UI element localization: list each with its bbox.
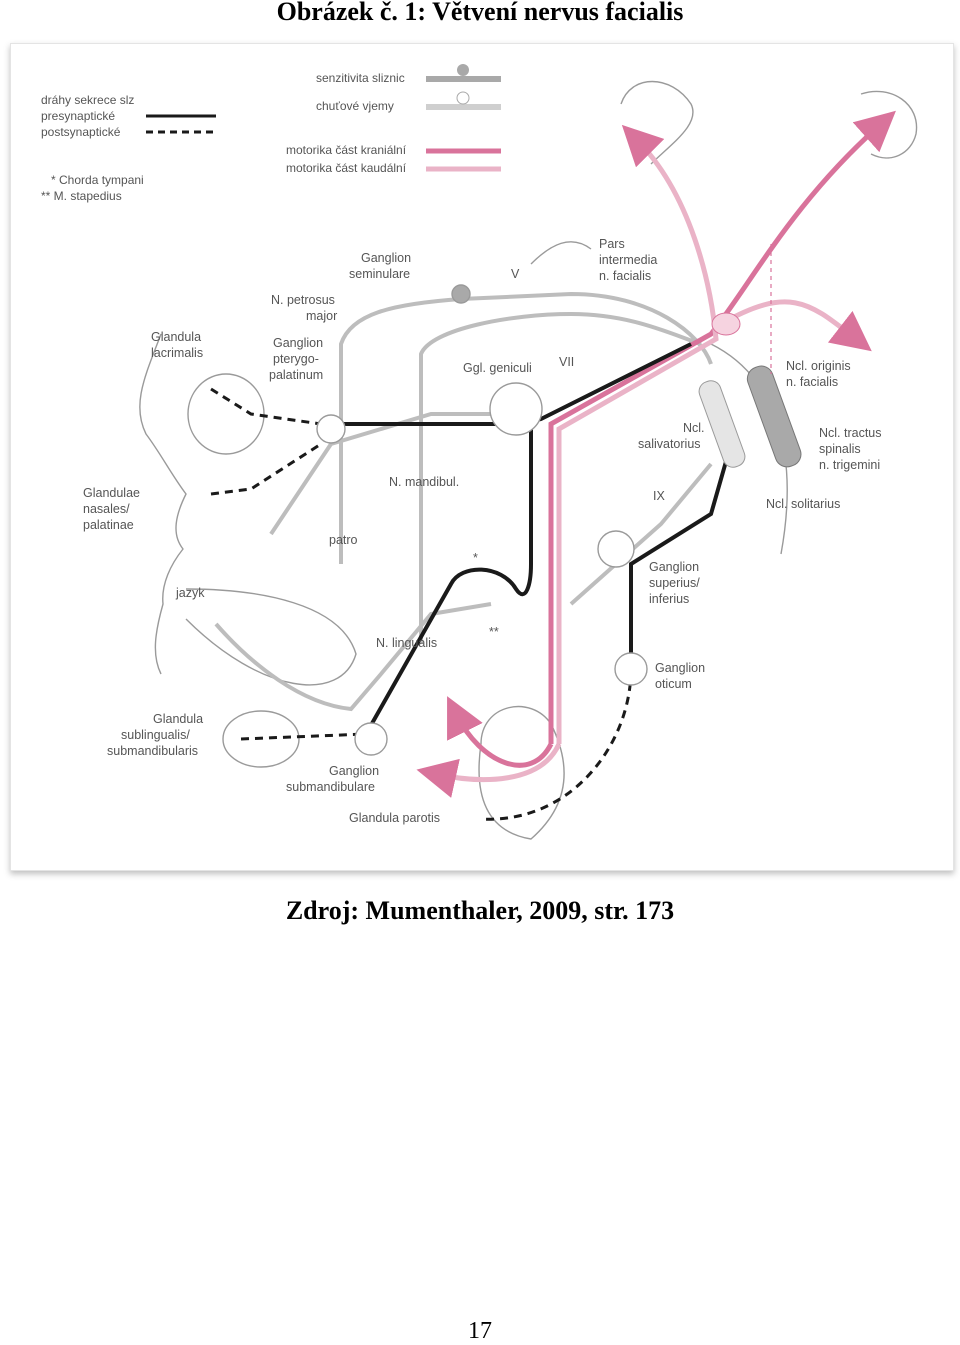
mouth-outline	[185, 588, 357, 686]
parotid-outline	[478, 705, 565, 840]
label-ganglion-seminulare-1: Ganglion	[361, 251, 411, 265]
motor-caudal-path	[556, 124, 719, 744]
nuclei	[698, 244, 802, 468]
anatomy-labels: Ganglion seminulare V Pars intermedia n.…	[83, 237, 882, 825]
face-profile-outline	[139, 333, 187, 675]
label-ncl-tractus-1: Ncl. tractus	[819, 426, 882, 440]
ncl-tractus-shape	[746, 365, 802, 468]
lingual-gray-path	[214, 602, 492, 712]
legend-postsynaptic: postsynaptické	[41, 125, 121, 139]
label-ncl-salivatorius-2: salivatorius	[638, 437, 701, 451]
postsynaptic-pathways	[210, 387, 633, 821]
legend-motor-caudal: motorika část kaudální	[286, 161, 407, 175]
legend-motor-cranial: motorika část kraniální	[286, 143, 407, 157]
label-pars-3: n. facialis	[599, 269, 651, 283]
label-ncl-solitarius: Ncl. solitarius	[766, 497, 840, 511]
figure-title: Obrázek č. 1: Větvení nervus facialis	[276, 0, 684, 26]
label-ncl-salivatorius-1: Ncl.	[683, 421, 705, 435]
legend-note-stapedius: ** M. stapedius	[41, 189, 122, 203]
label-patro: patro	[329, 533, 358, 547]
ganglion-sup-shape	[597, 530, 635, 568]
sensory-pathways	[214, 291, 713, 712]
motor-right-branch	[719, 299, 872, 352]
motor-branch-path	[416, 742, 562, 798]
label-ganglion-oticum-2: oticum	[655, 677, 692, 691]
legend-note-chorda: * Chorda tympani	[51, 173, 144, 187]
label-ganglion-subm-1: Ganglion	[329, 764, 379, 778]
cortex-right-outline	[860, 90, 918, 159]
ganglia	[316, 284, 648, 756]
label-glandula-lacrimalis-1: Glandula	[151, 330, 201, 344]
label-ncl-originis-1: Ncl. originis	[786, 359, 851, 373]
ganglion-pterygopalatinum-shape	[316, 414, 346, 444]
label-petrosus-2: major	[306, 309, 337, 323]
label-ggl-geniculi: Ggl. geniculi	[463, 361, 532, 375]
cortex-left-outline	[620, 80, 694, 165]
presynaptic-ix	[629, 443, 733, 654]
eye-outline	[187, 373, 265, 455]
ix-gray-path	[569, 462, 713, 606]
label-ix: IX	[653, 489, 665, 503]
ggl-geniculi-shape	[489, 382, 543, 436]
label-star: *	[473, 551, 478, 565]
figure-source: Zdroj: Mumenthaler, 2009, str. 173	[285, 896, 675, 925]
label-ncl-tractus-3: n. trigemini	[819, 458, 880, 472]
label-ganglion-ptp-1: Ganglion	[273, 336, 323, 350]
ganglion-subm-shape	[354, 722, 388, 756]
anatomy-outlines	[139, 80, 918, 840]
label-ncl-tractus-2: spinalis	[819, 442, 861, 456]
label-glandula-sub-1: Glandula	[153, 712, 203, 726]
legend-taste: chuťové vjemy	[316, 99, 394, 113]
page-number: 17	[468, 1318, 492, 1344]
label-ganglion-oticum-1: Ganglion	[655, 661, 705, 675]
trigeminal-path	[339, 291, 713, 564]
label-petrosus-1: N. petrosus	[271, 293, 335, 307]
label-ganglion-sup-3: inferius	[649, 592, 689, 606]
label-glandulae-nasales-2: nasales/	[83, 502, 130, 516]
ncl-salivatorius-shape	[698, 380, 746, 468]
label-ganglion-ptp-2: pterygo-	[273, 352, 319, 366]
label-ganglion-sup-2: superius/	[649, 576, 700, 590]
ncl-originis-shape	[711, 312, 741, 336]
post-parotid	[480, 668, 633, 821]
label-n-mandibul: N. mandibul.	[389, 475, 459, 489]
label-v: V	[511, 267, 520, 281]
taste-path	[419, 311, 702, 644]
motor-face-path	[447, 696, 554, 768]
legend: dráhy sekrece slz presynaptické postsyna…	[41, 64, 501, 203]
label-ncl-originis-2: n. facialis	[786, 375, 838, 389]
legend-sensitivity: senzitivita sliznic	[316, 71, 405, 85]
label-glandulae-nasales-3: palatinae	[83, 518, 134, 532]
post-lacrimal	[210, 387, 322, 426]
label-glandula-lacrimalis-2: lacrimalis	[151, 346, 203, 360]
post-submandibular	[240, 732, 367, 741]
label-glandula-sub-2: sublingualis/	[121, 728, 190, 742]
label-ganglion-ptp-3: palatinum	[269, 368, 323, 382]
facial-nerve-diagram: dráhy sekrece slz presynaptické postsyna…	[10, 43, 954, 871]
label-ganglion-sup-1: Ganglion	[649, 560, 699, 574]
diagram-svg: dráhy sekrece slz presynaptické postsyna…	[41, 64, 918, 840]
legend-taste-icon	[456, 91, 470, 105]
label-n-lingualis: N. lingualis	[376, 636, 437, 650]
label-glandulae-nasales-1: Glandulae	[83, 486, 140, 500]
trigeminal-outline	[530, 241, 592, 265]
legend-presynaptic: presynaptické	[41, 109, 115, 123]
label-ganglion-seminulare-2: seminulare	[349, 267, 410, 281]
label-vii: VII	[559, 355, 574, 369]
label-glandula-sub-3: submandibularis	[107, 744, 198, 758]
legend-secretion-title: dráhy sekrece slz	[41, 93, 134, 107]
petrosus-path	[269, 412, 531, 536]
presynaptic-lingual	[364, 424, 533, 735]
ganglion-oticum-shape	[614, 652, 648, 686]
legend-sensitivity-icon	[457, 64, 469, 76]
ganglion-seminulare-shape	[451, 284, 471, 304]
label-ganglion-subm-2: submandibulare	[286, 780, 375, 794]
label-jazyk: jazyk	[175, 586, 205, 600]
label-glandula-parotis: Glandula parotis	[349, 811, 440, 825]
label-pars-1: Pars	[599, 237, 625, 251]
label-pars-2: intermedia	[599, 253, 657, 267]
label-double-star: **	[489, 625, 499, 639]
sublingual-gland-outline	[222, 710, 300, 768]
